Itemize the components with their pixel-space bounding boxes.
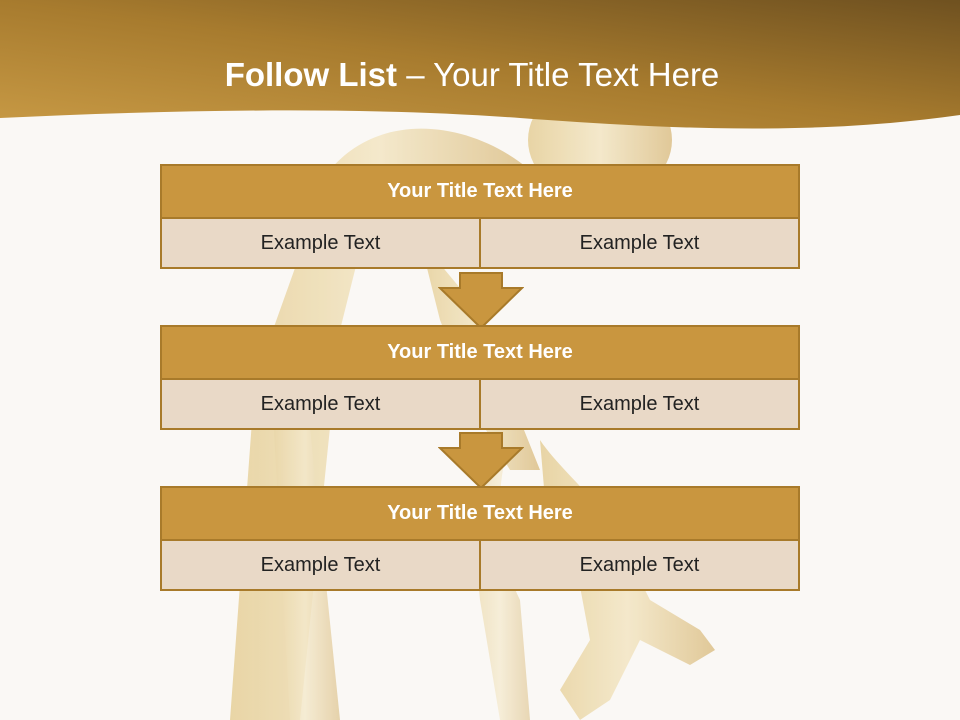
down-arrow-icon (438, 432, 524, 490)
slide-title: Follow List – Your Title Text Here (0, 52, 944, 98)
step-block-cell-right: Example Text (481, 541, 800, 591)
step-block-1: Your Title Text Here Example Text Exampl… (160, 164, 800, 269)
step-block-row: Example Text Example Text (160, 219, 800, 269)
step-block-title: Your Title Text Here (160, 164, 800, 219)
step-block-3: Your Title Text Here Example Text Exampl… (160, 486, 800, 591)
step-block-cell-left: Example Text (160, 380, 481, 430)
step-block-title: Your Title Text Here (160, 325, 800, 380)
title-banner (0, 0, 960, 129)
step-block-row: Example Text Example Text (160, 380, 800, 430)
step-block-row: Example Text Example Text (160, 541, 800, 591)
step-block-cell-left: Example Text (160, 541, 481, 591)
step-block-cell-right: Example Text (481, 219, 800, 269)
step-block-cell-left: Example Text (160, 219, 481, 269)
slide-title-rest: – Your Title Text Here (397, 56, 720, 93)
step-block-2: Your Title Text Here Example Text Exampl… (160, 325, 800, 430)
down-arrow-icon (438, 272, 524, 330)
step-block-cell-right: Example Text (481, 380, 800, 430)
slide-title-bold: Follow List (224, 56, 398, 93)
step-block-title: Your Title Text Here (160, 486, 800, 541)
